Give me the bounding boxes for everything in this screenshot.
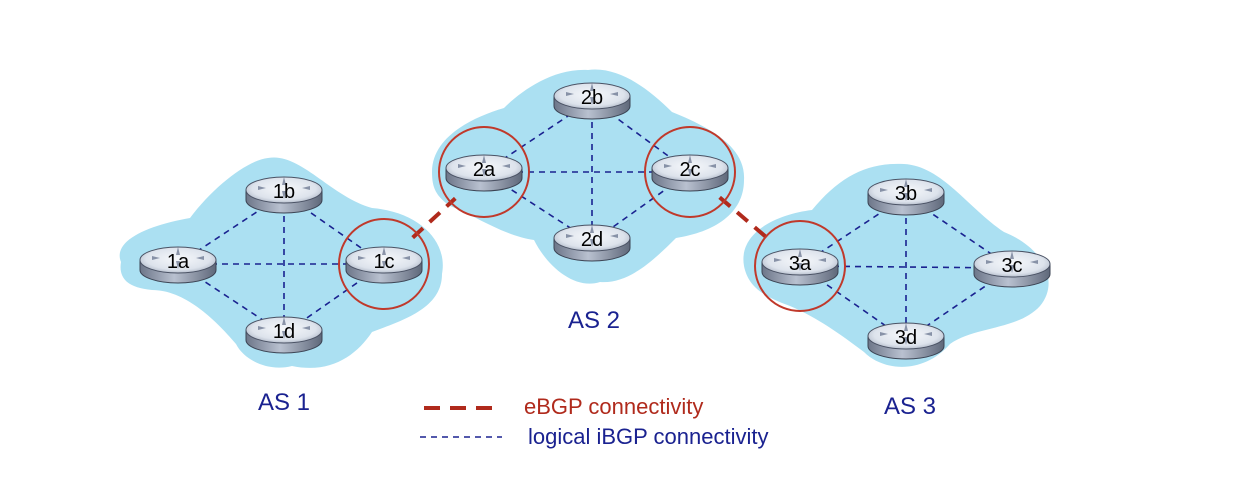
- router-arrow-icon: [688, 155, 692, 163]
- ebgp-link-1c-2a: [411, 196, 457, 240]
- router-arrow-icon: [282, 317, 286, 325]
- router-arrow-icon: [258, 186, 266, 190]
- ebgp-links: [411, 195, 772, 243]
- router-arrow-icon: [282, 331, 286, 339]
- router-label: 3b: [895, 183, 917, 205]
- router-label: 2a: [473, 159, 496, 181]
- router-arrow-icon: [590, 225, 594, 233]
- router-label: 3c: [1001, 255, 1022, 277]
- router-label: 3a: [789, 253, 812, 275]
- router-arrow-icon: [402, 256, 410, 260]
- router-3c: 3c: [973, 250, 1051, 288]
- as3-label: AS 3: [884, 393, 936, 420]
- router-3a: 3a: [761, 248, 839, 286]
- gateway-circle-2a: [438, 126, 530, 218]
- router-arrow-icon: [1010, 251, 1014, 259]
- router-label: 1a: [167, 251, 190, 273]
- router-arrow-icon: [774, 258, 782, 262]
- router-arrow-icon: [610, 92, 618, 96]
- router-1d: 1d: [245, 316, 323, 354]
- router-arrow-icon: [482, 155, 486, 163]
- gateway-highlights: [338, 126, 846, 312]
- router-arrow-icon: [458, 164, 466, 168]
- router-arrow-icon: [590, 239, 594, 247]
- router-arrow-icon: [382, 247, 386, 255]
- router-2b: 2b: [553, 82, 631, 120]
- router-arrow-icon: [610, 234, 618, 238]
- router-arrow-icon: [924, 188, 932, 192]
- router-arrow-icon: [358, 256, 366, 260]
- router-arrow-icon: [282, 177, 286, 185]
- router-arrow-icon: [152, 256, 160, 260]
- router-arrow-icon: [818, 258, 826, 262]
- router-label: 1b: [273, 181, 295, 203]
- router-3b: 3b: [867, 178, 945, 216]
- router-3d: 3d: [867, 322, 945, 360]
- router-arrow-icon: [688, 169, 692, 177]
- router-arrow-icon: [708, 164, 716, 168]
- router-2a: 2a: [445, 154, 523, 192]
- router-label: 2b: [581, 87, 603, 109]
- router-arrow-icon: [176, 247, 180, 255]
- router-arrow-icon: [904, 193, 908, 201]
- ebgp-link-2c-3a: [718, 195, 772, 243]
- router-arrow-icon: [986, 260, 994, 264]
- as1-label: AS 1: [258, 389, 310, 416]
- router-arrow-icon: [798, 263, 802, 271]
- router-1a: 1a: [139, 246, 217, 284]
- router-arrow-icon: [176, 261, 180, 269]
- gateway-circle-1c: [338, 218, 430, 310]
- router-arrow-icon: [482, 169, 486, 177]
- router-arrow-icon: [904, 337, 908, 345]
- router-label: 2d: [581, 229, 603, 251]
- router-arrow-icon: [382, 261, 386, 269]
- router-arrow-icon: [302, 326, 310, 330]
- router-arrow-icon: [880, 332, 888, 336]
- router-2d: 2d: [553, 224, 631, 262]
- router-arrow-icon: [924, 332, 932, 336]
- gateway-circle-3a: [754, 220, 846, 312]
- router-arrow-icon: [1030, 260, 1038, 264]
- router-arrow-icon: [904, 179, 908, 187]
- gateway-circle-2c: [644, 126, 736, 218]
- router-arrow-icon: [880, 188, 888, 192]
- router-1b: 1b: [245, 176, 323, 214]
- router-arrow-icon: [302, 186, 310, 190]
- routers: 1a 1b 1c 1d 2a 2b 2c 2d 3a 3b 3c 3d: [139, 82, 1051, 360]
- router-arrow-icon: [664, 164, 672, 168]
- as1-cloud: [119, 157, 443, 368]
- router-label: 2c: [679, 159, 700, 181]
- router-arrow-icon: [196, 256, 204, 260]
- router-arrow-icon: [502, 164, 510, 168]
- router-arrow-icon: [566, 92, 574, 96]
- router-2c: 2c: [651, 154, 729, 192]
- as2-cloud: [432, 69, 745, 284]
- router-arrow-icon: [590, 97, 594, 105]
- router-label: 1c: [373, 251, 394, 273]
- router-arrow-icon: [1010, 265, 1014, 273]
- as3-cloud: [743, 163, 1049, 367]
- router-arrow-icon: [282, 191, 286, 199]
- router-label: 3d: [895, 327, 917, 349]
- router-arrow-icon: [590, 83, 594, 91]
- router-arrow-icon: [258, 326, 266, 330]
- router-arrow-icon: [798, 249, 802, 257]
- router-arrow-icon: [904, 323, 908, 331]
- router-arrow-icon: [566, 234, 574, 238]
- legend: eBGP connectivity logical iBGP connectiv…: [420, 394, 769, 449]
- router-1c: 1c: [345, 246, 423, 284]
- legend-ibgp-label: logical iBGP connectivity: [528, 424, 769, 449]
- as2-label: AS 2: [568, 307, 620, 334]
- router-label: 1d: [273, 321, 295, 343]
- legend-ebgp-label: eBGP connectivity: [524, 394, 703, 419]
